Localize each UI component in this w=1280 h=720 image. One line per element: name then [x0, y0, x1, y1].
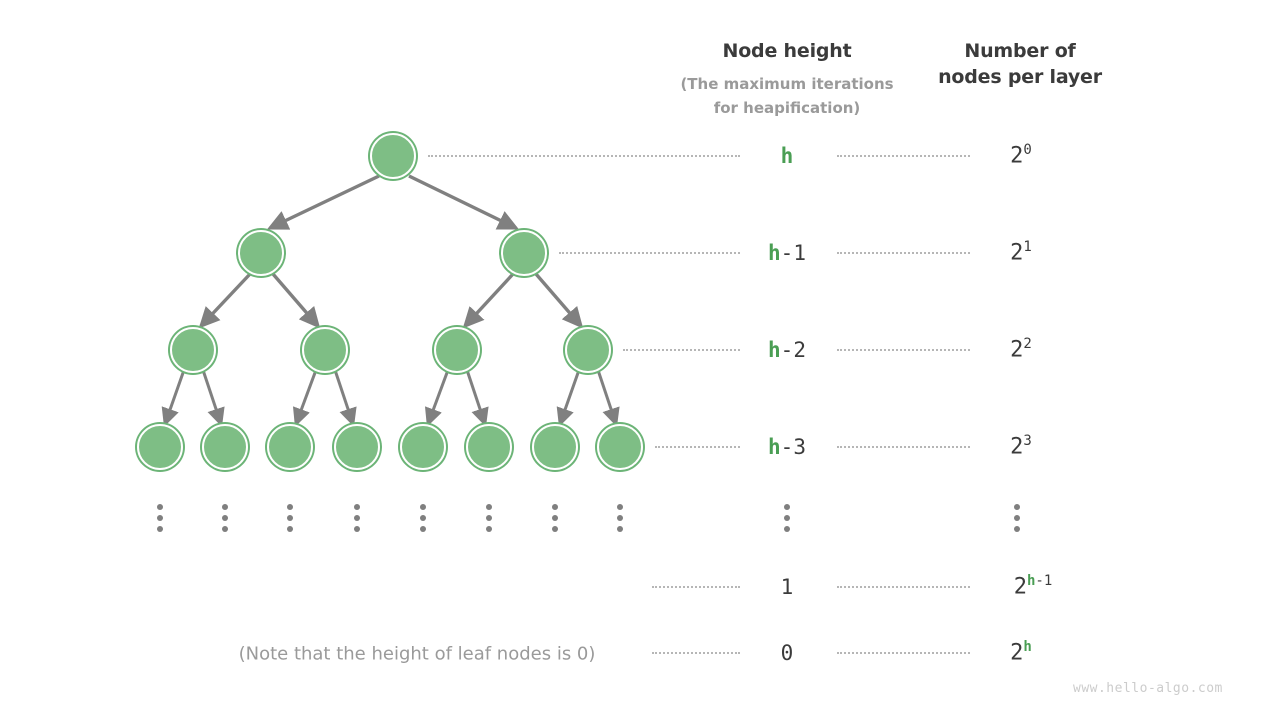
leader-line: [655, 446, 740, 448]
count-base: 2: [1010, 337, 1024, 363]
count-label: 21: [1010, 239, 1032, 266]
tree-node: [501, 230, 547, 276]
count-base: 2: [1013, 574, 1027, 600]
leader-line: [559, 252, 740, 254]
height-variable: h: [768, 338, 781, 362]
height-variable: h: [768, 435, 781, 459]
leader-line: [837, 252, 970, 254]
height-label: h-3: [768, 435, 806, 459]
count-label: 20: [1010, 142, 1032, 169]
tree-node: [267, 424, 313, 470]
tree-node: [137, 424, 183, 470]
ellipsis-dots: [354, 504, 360, 532]
height-offset: -3: [780, 435, 806, 459]
count-label: 23: [1010, 433, 1032, 460]
height-column-subtitle-line2: for heapification): [713, 99, 861, 117]
count-base: 2: [1010, 143, 1024, 169]
height-offset: -2: [780, 338, 806, 362]
ellipsis-dots: [287, 504, 293, 532]
height-offset: 0: [780, 641, 794, 665]
tree-node: [532, 424, 578, 470]
ellipsis-dots: [486, 504, 492, 532]
count-label: 22: [1010, 336, 1032, 363]
count-column-title-line2: nodes per layer: [938, 66, 1102, 88]
count-base: 2: [1010, 640, 1024, 666]
tree-node: [370, 133, 416, 179]
count-exponent: -1: [1035, 573, 1053, 590]
tree-node: [170, 327, 216, 373]
height-label: 1: [781, 575, 794, 599]
tree-node: [238, 230, 284, 276]
ellipsis-dots: [617, 504, 623, 532]
count-base: 2: [1010, 434, 1024, 460]
height-label: h-2: [768, 338, 806, 362]
height-variable: h: [768, 241, 781, 265]
height-offset: 1: [780, 575, 794, 599]
count-exponent: 1: [1023, 239, 1032, 256]
count-exponent: 2: [1023, 336, 1032, 353]
tree-node: [434, 327, 480, 373]
count-label: 2h-1: [1013, 573, 1053, 600]
height-label: h: [781, 144, 794, 168]
leader-line: [837, 586, 970, 588]
count-exponent-variable: h: [1023, 639, 1032, 656]
leader-line: [837, 155, 970, 157]
count-exponent: 3: [1023, 433, 1032, 450]
height-variable: h: [780, 144, 794, 168]
height-column-subtitle-line1: (The maximum iterations: [680, 75, 894, 93]
ellipsis-dots-count-column: [1014, 504, 1020, 532]
tree-node: [334, 424, 380, 470]
tree-node: [400, 424, 446, 470]
leader-line: [428, 155, 740, 157]
ellipsis-dots: [552, 504, 558, 532]
leaf-height-note: (Note that the height of leaf nodes is 0…: [238, 643, 596, 665]
height-column-title: Node height: [722, 40, 852, 62]
count-label: 2h: [1010, 639, 1032, 666]
leader-line: [837, 446, 970, 448]
height-offset: -1: [780, 241, 806, 265]
tree-node: [597, 424, 643, 470]
ellipsis-dots: [222, 504, 228, 532]
leader-line: [837, 349, 970, 351]
tree-node: [302, 327, 348, 373]
tree-node: [565, 327, 611, 373]
watermark: www.hello-algo.com: [1073, 681, 1223, 696]
leader-line: [652, 652, 740, 654]
count-base: 2: [1010, 240, 1024, 266]
ellipsis-dots-height-column: [784, 504, 790, 532]
leader-line: [623, 349, 740, 351]
ellipsis-dots: [420, 504, 426, 532]
leader-line: [837, 652, 970, 654]
tree-node: [202, 424, 248, 470]
leader-line: [652, 586, 740, 588]
height-label: h-1: [768, 241, 806, 265]
height-label: 0: [781, 641, 794, 665]
count-exponent-variable: h: [1026, 573, 1036, 590]
tree-node: [466, 424, 512, 470]
count-column-title-line1: Number of: [964, 40, 1076, 62]
ellipsis-dots: [157, 504, 163, 532]
count-exponent: 0: [1023, 142, 1032, 159]
